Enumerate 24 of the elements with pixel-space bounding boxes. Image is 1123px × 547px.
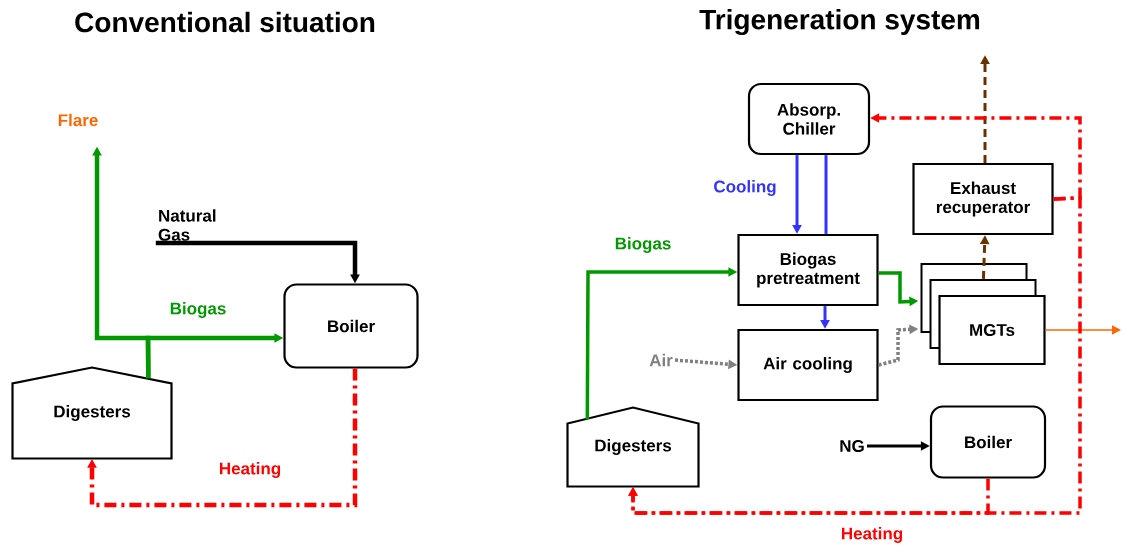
arrow xyxy=(87,368,358,508)
process-box: Boiler xyxy=(283,283,419,369)
edge-label: Biogas xyxy=(613,236,673,254)
stacked-box: MGTs xyxy=(920,263,1046,366)
edge-label: Cooling xyxy=(712,179,778,197)
process-box: Air cooling xyxy=(737,328,879,402)
arrow xyxy=(1044,325,1121,335)
heading: Conventional situation xyxy=(75,11,375,33)
process-box: Biogas pretreatment xyxy=(737,233,879,307)
edge-label: Heating xyxy=(839,526,905,544)
arrow xyxy=(628,478,990,515)
edge-label: Heating xyxy=(217,461,283,479)
text-label: Air xyxy=(649,353,673,367)
digester-house: Digesters xyxy=(11,366,173,460)
text-label: Flare xyxy=(58,113,98,127)
process-box: Exhaust recuperator xyxy=(912,162,1054,236)
text-label: Natural Gas xyxy=(158,209,216,241)
process-box: Boiler xyxy=(929,405,1047,479)
process-box: Absorp. Chiller xyxy=(747,82,871,156)
text-label: NG xyxy=(840,440,864,453)
digester-house: Digesters xyxy=(566,406,700,488)
arrow xyxy=(628,196,1082,515)
heading: Trigeneration system xyxy=(699,8,980,36)
edge-label: Biogas xyxy=(168,301,228,319)
